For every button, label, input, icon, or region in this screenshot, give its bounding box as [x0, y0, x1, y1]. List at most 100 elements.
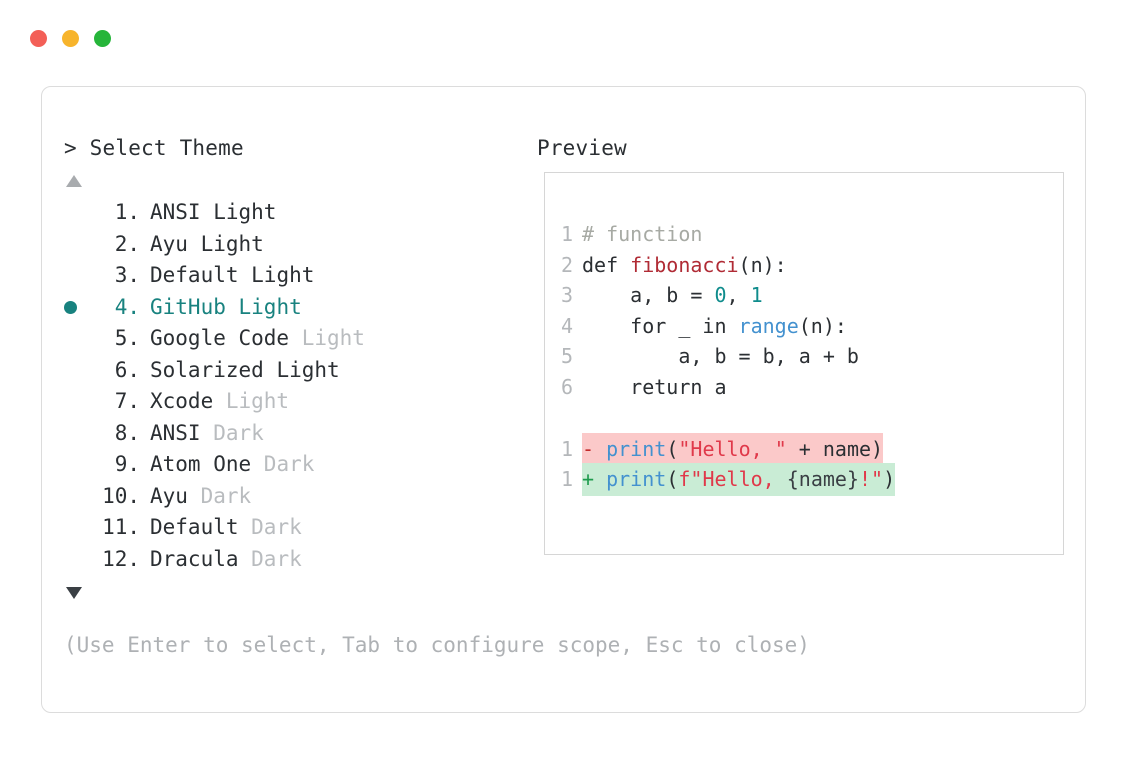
code-token: 1 — [750, 283, 763, 307]
theme-item-name: Xcode — [150, 389, 226, 413]
diff-sign: + — [582, 467, 607, 491]
code-token: print — [606, 436, 667, 461]
code-token: a, b = — [582, 283, 715, 307]
diff-line-content: - print("Hello, " + name) — [582, 432, 884, 465]
code-line: 2 def fibonacci(n): — [561, 250, 895, 281]
code-token: ( — [666, 467, 679, 491]
theme-list-item[interactable]: 1. ANSI Light — [64, 197, 494, 229]
theme-list-item[interactable]: 10.Ayu Dark — [64, 481, 494, 513]
code-line: 4 for _ in range(n): — [561, 311, 895, 342]
theme-item-number: 4. — [102, 294, 140, 319]
theme-item-name: Ayu — [150, 483, 201, 508]
line-number: 3 — [561, 283, 574, 307]
code-token: (n): — [798, 313, 847, 338]
code-token: {name} — [786, 467, 859, 491]
theme-list-item[interactable]: 9. Atom One Dark — [64, 449, 494, 481]
theme-list-item[interactable]: 11. Default Dark — [64, 512, 494, 544]
code-token: + name) — [786, 436, 884, 461]
code-line: 6 return a — [561, 372, 895, 403]
preview-heading: Preview — [537, 136, 627, 160]
diff-sign: - — [582, 436, 607, 461]
code-token: !" — [858, 467, 884, 491]
theme-item-variant: Dark — [251, 546, 302, 571]
code-token: fibonacci — [630, 252, 739, 277]
selection-indicator-cell — [64, 300, 93, 314]
theme-item-name: ANSI — [150, 420, 214, 445]
theme-item-variant: Light — [276, 357, 340, 382]
page-title: > Select Theme — [64, 136, 244, 160]
diff-line-del: 1- print("Hello, " + name) — [561, 432, 895, 465]
theme-list-item[interactable]: 2. Ayu Light — [64, 229, 494, 261]
code-token: ( — [666, 436, 679, 461]
keyboard-hint: (Use Enter to select, Tab to configure s… — [64, 633, 810, 657]
theme-list-item[interactable]: 5.Google Code Light — [64, 323, 494, 355]
theme-item-name: Solarized — [150, 357, 277, 382]
theme-item-variant: Light — [238, 294, 302, 319]
theme-item-number: 3. — [102, 263, 140, 287]
code-token: a, b = b, a + b — [582, 344, 859, 368]
theme-list-item[interactable]: 7. Xcode Light — [64, 386, 494, 418]
code-token: f"Hello, — [678, 467, 787, 491]
theme-item-number: 11. — [102, 515, 140, 539]
minimize-window-button[interactable] — [62, 30, 79, 47]
code-token: print — [606, 467, 667, 491]
theme-item-number: 12. — [102, 546, 140, 571]
diff-line-content: + print(f"Hello, {name}!") — [582, 463, 896, 496]
code-token: range — [738, 313, 799, 338]
theme-list-item[interactable]: 8.ANSI Dark — [64, 418, 494, 450]
diff-line-add: 1+ print(f"Hello, {name}!") — [561, 463, 896, 496]
maximize-window-button[interactable] — [94, 30, 111, 47]
theme-item-variant: Dark — [251, 515, 302, 539]
theme-item-number: 8. — [102, 420, 140, 445]
code-token: , — [726, 283, 751, 307]
theme-list[interactable]: 1. ANSI Light 2. Ayu Light 3. Default Light… — [64, 197, 494, 575]
line-number: 4 — [561, 313, 574, 338]
theme-item-variant: Light — [251, 263, 315, 287]
theme-list-item[interactable]: 4. GitHub Light — [64, 292, 494, 324]
line-number: 1 — [561, 222, 574, 246]
theme-item-name: Dracula — [150, 546, 252, 571]
scroll-up-arrow-icon[interactable] — [66, 175, 82, 187]
theme-item-number: 5. — [102, 326, 140, 350]
theme-item-variant: Light — [213, 200, 277, 224]
theme-item-name: ANSI — [150, 200, 214, 224]
theme-item-number: 7. — [102, 389, 140, 413]
code-token: 0 — [714, 283, 727, 307]
theme-item-name: Google Code — [150, 326, 302, 350]
code-token: for _ in — [582, 313, 739, 338]
code-line: 1 # function — [561, 219, 895, 250]
close-window-button[interactable] — [30, 30, 47, 47]
theme-list-item[interactable]: 6. Solarized Light — [64, 355, 494, 387]
theme-item-variant: Light — [225, 389, 290, 413]
code-token: "Hello, " — [678, 436, 787, 461]
theme-item-variant: Light — [200, 231, 264, 256]
selected-bullet-icon — [64, 300, 77, 314]
theme-item-number: 1. — [102, 200, 140, 224]
theme-item-variant: Dark — [263, 452, 315, 476]
code-line: 5 a, b = b, a + b — [561, 341, 895, 372]
theme-list-item[interactable]: 12. Dracula Dark — [64, 544, 494, 576]
line-number: 2 — [561, 252, 574, 277]
theme-item-number: 9. — [102, 452, 140, 476]
theme-item-name: Ayu — [150, 231, 201, 256]
code-token: # function — [582, 222, 703, 246]
theme-list-item[interactable]: 3. Default Light — [64, 260, 494, 292]
line-number: 6 — [561, 374, 574, 399]
theme-item-number: 2. — [102, 231, 140, 256]
theme-item-number: 6. — [102, 357, 140, 382]
code-line: 3 a, b = 0, 1 — [561, 280, 895, 311]
code-token: return a — [582, 374, 727, 399]
scroll-down-arrow-icon[interactable] — [66, 587, 82, 599]
code-token: (n): — [738, 252, 787, 277]
theme-item-name: Atom One — [150, 452, 264, 476]
code-blank-line — [561, 402, 895, 433]
theme-item-name: Default — [150, 263, 252, 287]
theme-item-variant: Dark — [200, 483, 252, 508]
code-token: def — [582, 252, 631, 277]
theme-item-name: GitHub — [150, 294, 239, 319]
line-number: 5 — [561, 344, 574, 368]
theme-item-name: Default — [150, 515, 252, 539]
line-number: 1 — [561, 436, 574, 461]
